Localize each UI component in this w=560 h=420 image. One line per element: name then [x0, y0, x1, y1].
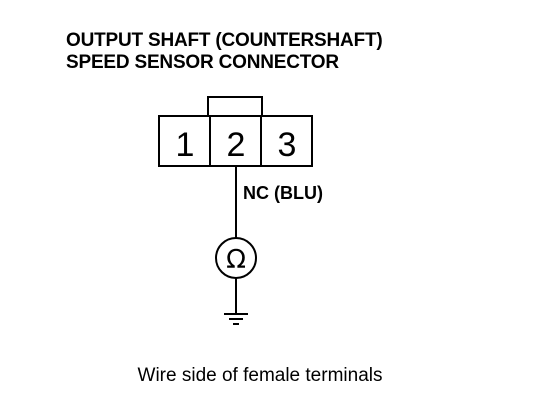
ohm-symbol: Ω — [226, 245, 246, 275]
ground-icon — [224, 313, 248, 325]
caption-text: Wire side of female terminals — [137, 365, 383, 386]
wire-label: NC (BLU) — [243, 183, 323, 203]
diagram-title: OUTPUT SHAFT (COUNTERSHAFT) SPEED SENSOR… — [66, 30, 383, 74]
diagram-caption: Wire side of female terminals — [0, 365, 560, 387]
title-line-1: OUTPUT SHAFT (COUNTERSHAFT) — [66, 30, 383, 51]
pin-label-3: 3 — [278, 126, 297, 164]
connector-body — [158, 115, 313, 167]
title-line-2: SPEED SENSOR CONNECTOR — [66, 52, 339, 73]
connector-lock-tab — [207, 96, 263, 118]
pin-label-1: 1 — [176, 126, 195, 164]
pin-label-2: 2 — [227, 126, 246, 164]
